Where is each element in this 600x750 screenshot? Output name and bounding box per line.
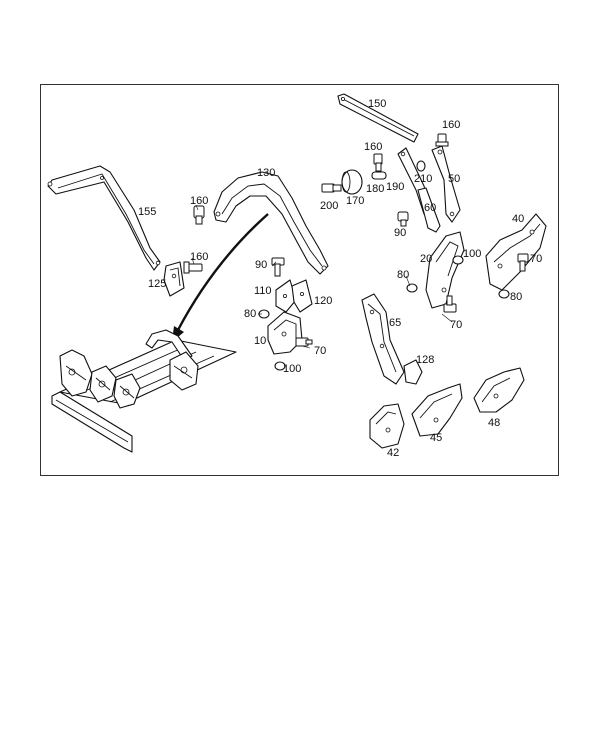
part-180-pin — [371, 171, 387, 180]
callout-80-left: 80 — [244, 308, 256, 320]
part-170-mount — [341, 169, 363, 195]
callout-10: 10 — [254, 335, 266, 347]
callout-170: 170 — [346, 195, 364, 207]
callout-100-left: 100 — [283, 363, 301, 375]
bolt-70-right — [517, 253, 529, 272]
callout-150: 150 — [368, 98, 386, 110]
bolt-160-left — [193, 205, 205, 225]
part-110-bracket — [275, 279, 297, 313]
part-120-bracket — [291, 279, 313, 313]
nut-100-left — [274, 361, 286, 371]
bolt-160-center — [373, 153, 383, 172]
callout-110: 110 — [254, 285, 272, 297]
callout-90-center: 90 — [255, 259, 267, 271]
callout-125: 125 — [148, 278, 166, 290]
callout-210: 210 — [414, 173, 432, 185]
callout-130: 130 — [257, 167, 275, 179]
callout-160-top-right: 160 — [442, 119, 460, 131]
callout-190: 190 — [386, 181, 404, 193]
callout-70-center: 70 — [450, 319, 462, 331]
bolt-90-right — [397, 211, 409, 227]
callout-128: 128 — [416, 354, 434, 366]
callout-45: 45 — [430, 432, 442, 444]
callout-65: 65 — [389, 317, 401, 329]
callout-120: 120 — [314, 295, 332, 307]
nut-100-right — [452, 255, 464, 265]
callout-50: 50 — [448, 173, 460, 185]
callout-48: 48 — [488, 417, 500, 429]
part-65-plate — [361, 293, 405, 385]
part-40-bracket — [485, 213, 547, 291]
leader-lines — [191, 204, 453, 349]
bolt-90-center — [271, 257, 285, 277]
vehicle-frame — [51, 329, 237, 453]
callout-70-left: 70 — [314, 345, 326, 357]
nut-80-right — [498, 289, 510, 299]
bolt-200 — [321, 183, 342, 193]
bolt-70-left — [295, 337, 313, 347]
callout-80-right: 80 — [510, 291, 522, 303]
callout-160-lower-left: 160 — [190, 251, 208, 263]
part-155-bracket — [47, 165, 161, 271]
nut-80-center — [406, 283, 418, 293]
diagram-frame — [40, 84, 559, 476]
callout-20: 20 — [420, 253, 432, 265]
part-48-bracket — [473, 367, 525, 413]
callout-160-left: 160 — [190, 195, 208, 207]
part-60-link — [417, 187, 441, 233]
callout-200: 200 — [320, 200, 338, 212]
callout-60: 60 — [424, 202, 436, 214]
part-128-clip — [403, 359, 423, 385]
part-20-bracket — [425, 231, 465, 309]
callout-90-right: 90 — [394, 227, 406, 239]
assembly-arrow — [172, 213, 269, 342]
bolt-70-center — [443, 295, 457, 313]
bolt-160-right — [435, 133, 449, 147]
callout-40: 40 — [512, 213, 524, 225]
part-210-washer — [416, 160, 426, 172]
callout-100-right: 100 — [463, 248, 481, 260]
bolt-160-lower-left — [183, 261, 203, 274]
callout-155: 155 — [138, 206, 156, 218]
part-45-bracket — [411, 383, 463, 437]
part-10-bracket — [267, 311, 303, 355]
callout-70-right: 70 — [530, 253, 542, 265]
callout-80-center: 80 — [397, 269, 409, 281]
part-50-link — [431, 145, 461, 223]
part-130-arch — [213, 171, 329, 275]
callout-42: 42 — [387, 447, 399, 459]
callout-180: 180 — [366, 183, 384, 195]
part-42-bracket — [369, 403, 405, 449]
part-125-bracket — [163, 261, 185, 297]
callout-160-top-center: 160 — [364, 141, 382, 153]
part-150-bar — [337, 93, 419, 143]
